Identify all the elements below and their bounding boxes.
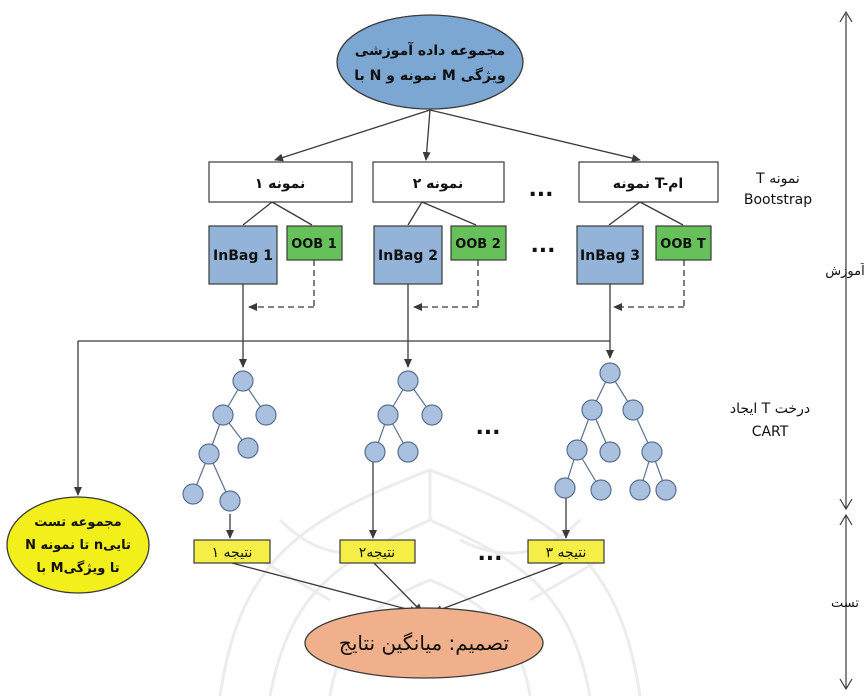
oob-t: OOB T <box>655 225 712 261</box>
bootstrap-sample-1: نمونه ۱ <box>208 161 353 203</box>
ellipsis-inbags: ... <box>530 233 555 258</box>
ellipsis-trees: ... <box>475 415 500 440</box>
oob-1: OOB 1 <box>286 225 343 261</box>
bootstrap-sample-2: نمونه ۲ <box>372 161 505 203</box>
result-3: نتیجه ۳ <box>527 539 605 564</box>
dataset-line-1: مجموعه داده آموزشی <box>355 41 505 59</box>
test-set-line-2: N تا نمونه nتایی <box>25 538 131 553</box>
decision-node: تصمیم: میانگین نتایج <box>304 607 544 679</box>
cart-tree-3 <box>554 362 677 501</box>
sample-t-label: نمونه T-ام <box>613 176 683 192</box>
result-2-label: نتیجه۲ <box>359 545 395 561</box>
oob-2-label: OOB 2 <box>455 237 501 252</box>
phase-axis <box>839 10 853 691</box>
bootstrap-label-line-2: Bootstrap <box>744 192 812 208</box>
result-2: نتیجه۲ <box>339 539 416 564</box>
inbag-3-label: InBag 3 <box>580 248 640 264</box>
decision-label: تصمیم: میانگین نتایج <box>339 631 509 655</box>
ellipsis-samples: ... <box>528 177 553 202</box>
connectors <box>74 109 685 614</box>
inbag-2: InBag 2 <box>373 225 443 285</box>
cart-tree-2 <box>364 370 443 463</box>
sample-2-label: نمونه ۲ <box>413 176 464 192</box>
training-phase-label: آموزش <box>825 262 864 279</box>
test-set-line-3: با Mتا ویژگی <box>36 560 119 576</box>
training-dataset-node: مجموعه داده آموزشی با N نمونه و M ویژگی <box>336 14 524 110</box>
test-set-node: مجموعه تست N تا نمونه nتایی با Mتا ویژگی <box>6 496 150 594</box>
result-3-label: نتیجه ۳ <box>546 545 587 561</box>
result-1-label: نتیجه ۱ <box>212 545 253 561</box>
inbag-3: InBag 3 <box>576 225 644 285</box>
ellipsis-results: ... <box>477 541 502 566</box>
inbag-2-label: InBag 2 <box>378 248 438 264</box>
dataset-line-2: با N نمونه و M ویژگی <box>354 67 505 84</box>
test-phase-label: تست <box>831 596 859 611</box>
cart-tree-1 <box>182 370 277 512</box>
result-1: نتیجه ۱ <box>193 539 271 564</box>
oob-2: OOB 2 <box>450 225 507 261</box>
oob-1-label: OOB 1 <box>291 237 337 252</box>
sample-1-label: نمونه ۱ <box>255 176 306 192</box>
inbag-1: InBag 1 <box>208 225 278 285</box>
oob-t-label: OOB T <box>660 237 706 252</box>
cart-label-line-2: CART <box>752 424 789 440</box>
cart-label-line-1: ایجاد T درخت <box>730 401 810 417</box>
inbag-1-label: InBag 1 <box>213 248 273 264</box>
bootstrap-sample-t: نمونه T-ام <box>578 161 719 203</box>
test-set-line-1: مجموعه تست <box>34 515 121 530</box>
bootstrap-label-line-1: T نمونه <box>755 171 800 187</box>
